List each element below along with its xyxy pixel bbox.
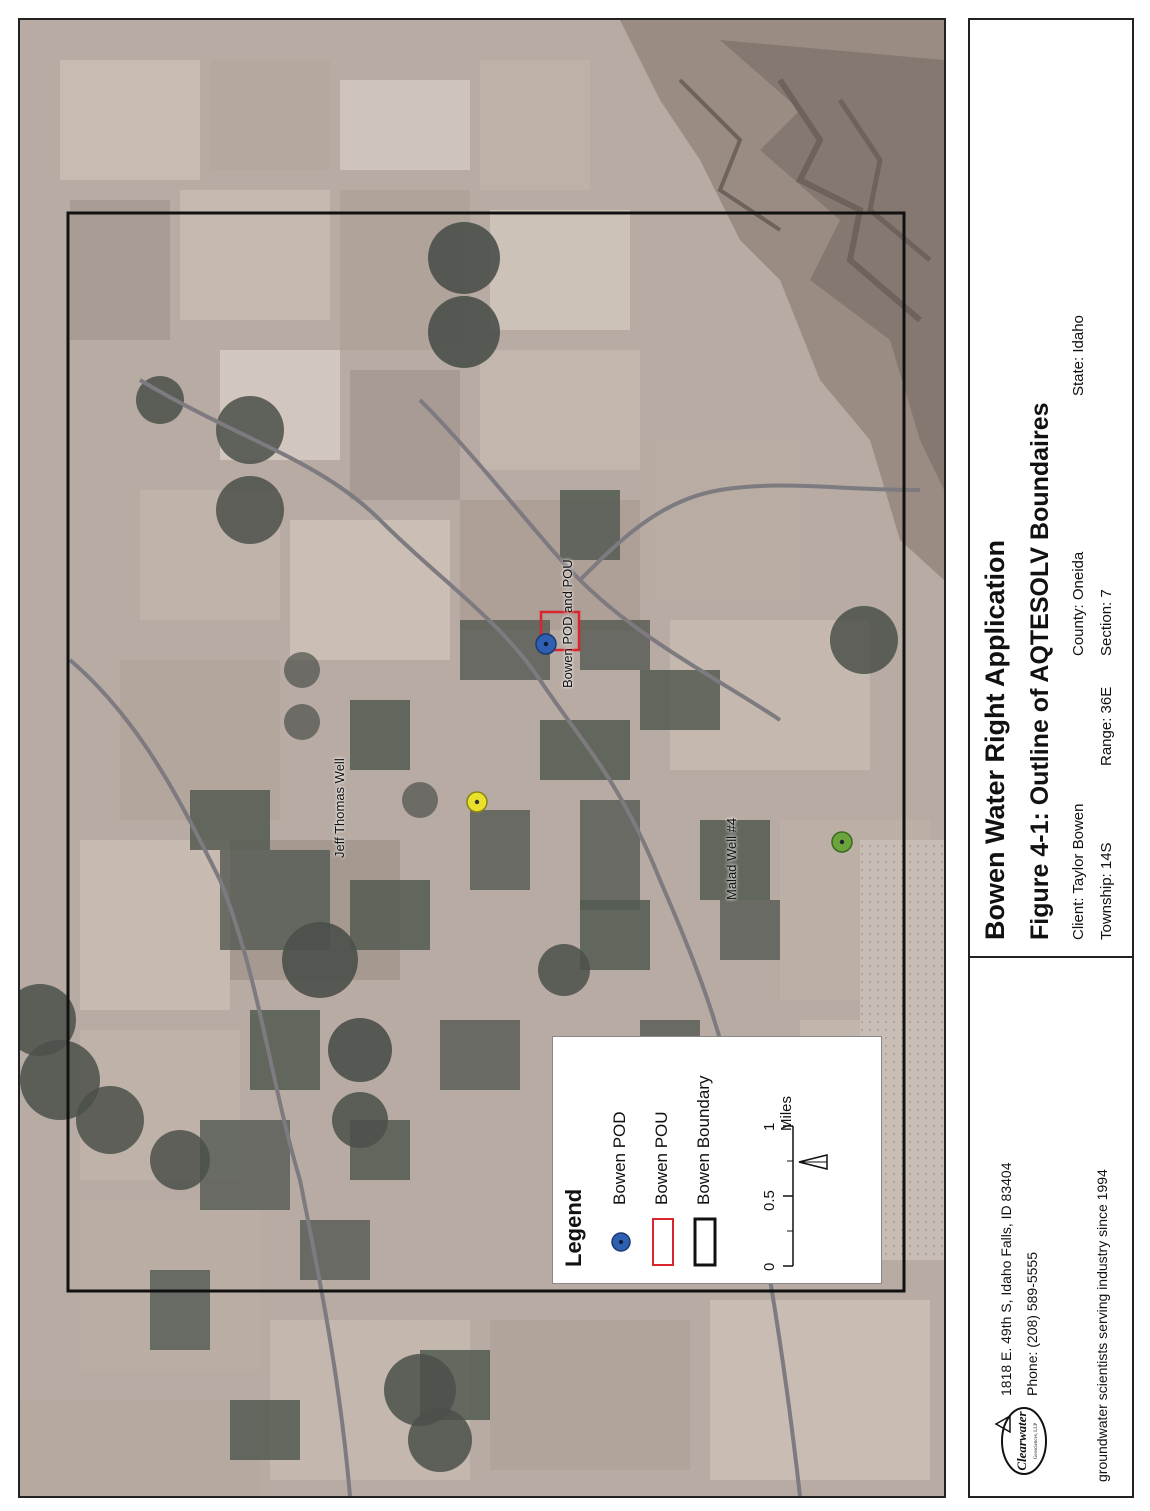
bowen-boundary xyxy=(66,211,906,1293)
township-field: Township: 14S xyxy=(1098,842,1115,940)
pou-symbol-icon xyxy=(652,1218,674,1266)
company-logo-icon: Clearwater Geosciences, LLP xyxy=(994,1407,1047,1475)
label-jeff-thomas-well: Jeff Thomas Well xyxy=(332,758,347,858)
label-malad-well: Malad Well #4 xyxy=(724,817,739,900)
legend-title: Legend xyxy=(561,1188,586,1267)
legend-label-boundary: Bowen Boundary xyxy=(694,1075,713,1205)
boundary-symbol-icon xyxy=(693,1217,717,1267)
scale-bar-ruler xyxy=(783,1125,794,1267)
scale-tick-0: 0 xyxy=(761,1262,778,1271)
scale-tick-half: 0.5 xyxy=(761,1190,778,1211)
company-phone: Phone: (208) 589-5555 xyxy=(1024,1252,1040,1396)
logo-text: Clearwater xyxy=(1014,1410,1029,1470)
state-field: State: Idaho xyxy=(1070,315,1087,396)
jeff-thomas-well-marker[interactable] xyxy=(466,791,488,813)
north-arrow-icon xyxy=(798,1154,828,1170)
company-address: 1818 E. 49th S, Idaho Falls, ID 83404 xyxy=(998,1162,1014,1397)
malad-well-marker[interactable] xyxy=(831,831,853,853)
section-field: Section: 7 xyxy=(1098,589,1115,656)
client-field: Client: Taylor Bowen xyxy=(1070,803,1087,940)
bowen-pod-marker[interactable] xyxy=(535,633,557,655)
title-block: Clearwater Geosciences, LLP 1818 E. 49th… xyxy=(968,18,1134,1498)
company-info: Clearwater Geosciences, LLP 1818 E. 49th… xyxy=(970,956,1132,1496)
range-field: Range: 36E xyxy=(1098,686,1115,766)
figure-info: Bowen Water Right Application Figure 4-1… xyxy=(970,20,1132,956)
bowen-pou-outline[interactable] xyxy=(539,610,581,652)
pod-symbol-icon xyxy=(611,1232,631,1252)
logo-subtext: Geosciences, LLP xyxy=(1034,1423,1039,1460)
figure-title: Figure 4-1: Outline of AQTESOLV Boundair… xyxy=(1026,402,1054,940)
label-bowen-pod-pou: Bowen POD and POU xyxy=(560,559,575,688)
legend-label-pou: Bowen POU xyxy=(652,1111,671,1205)
mountain-terrain xyxy=(620,20,944,580)
center-pivots xyxy=(20,222,898,1472)
company-tagline: groundwater scientists serving industry … xyxy=(1094,1169,1110,1482)
legend: Legend Bowen POD Bowen POU Bowen Boundar xyxy=(552,1036,882,1284)
county-field: County: Oneida xyxy=(1070,551,1087,656)
project-title: Bowen Water Right Application xyxy=(980,540,1010,940)
legend-label-pod: Bowen POD xyxy=(610,1111,629,1205)
scale-bar: 0 0.5 1 Miles xyxy=(761,1096,801,1271)
